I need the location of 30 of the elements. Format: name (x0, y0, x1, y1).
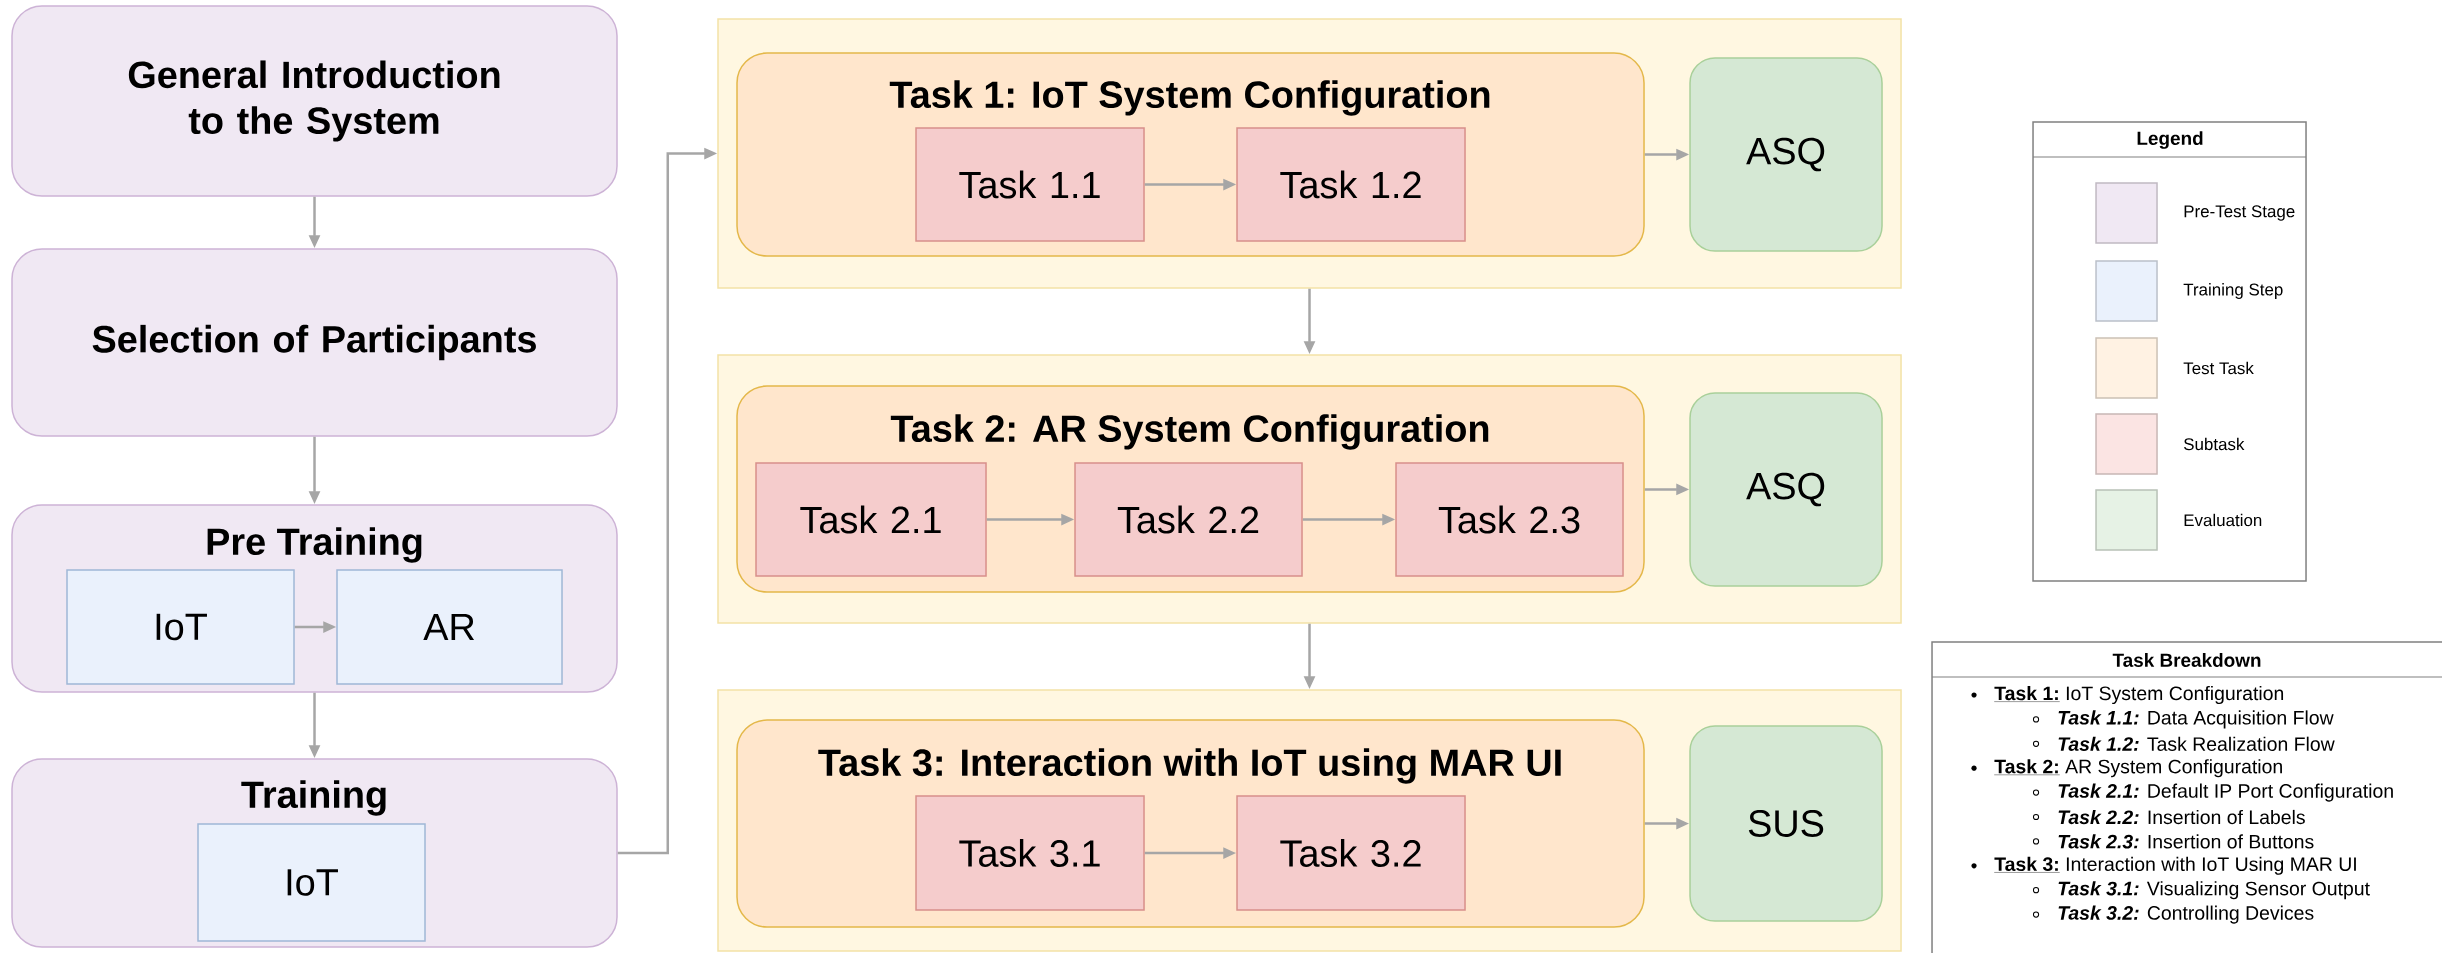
list-item: Task 1.2: Task Realization Flow (2032, 736, 2335, 751)
subtask-box: Task 2.2 (1074, 462, 1303, 577)
list-item: Task 3.1: Visualizing Sensor Output (2032, 881, 2370, 900)
evaluation-box: ASQ (1689, 57, 1883, 252)
subtask-box: Task 3.1 (915, 795, 1145, 911)
legend-label: Training Step (2183, 283, 2283, 299)
stage-box: General Introduction to the System (11, 5, 618, 197)
subtask-box: Task 1.1 (915, 127, 1145, 242)
list-item: Task 2.1: Default IP Port Configuration (2032, 783, 2393, 802)
list-item: Task 3.2: Controlling Devices (2032, 905, 2314, 924)
step-box: AR (336, 569, 563, 685)
list-item: Task 1: IoT System Configuration (1971, 685, 2284, 705)
legend-label: Pre-Test Stage (2184, 205, 2295, 221)
subtask-box: Task 3.2 (1236, 795, 1466, 911)
subtask-box: Task 2.1 (755, 462, 987, 577)
stage-box: Selection of Participants (11, 248, 618, 437)
list-item: Task 2: AR System Configuration (1971, 759, 2282, 778)
legend-label: Subtask (2184, 437, 2245, 451)
list-item: Task 2.2: Insertion of Labels (2032, 809, 2305, 825)
subtask-box: Task 1.2 (1236, 127, 1466, 242)
legend-label: Evaluation (2184, 513, 2262, 527)
evaluation-box: ASQ (1689, 392, 1883, 587)
legend-label: Test Task (2183, 361, 2254, 375)
list-item: Task 1.1: Data Acquisition Flow (2032, 710, 2334, 729)
evaluation-box: SUS (1689, 725, 1883, 922)
list-item: Task 2.3: Insertion of Buttons (2032, 834, 2314, 849)
step-box: IoT (66, 569, 295, 685)
step-box: IoT (197, 823, 426, 942)
subtask-box: Task 2.3 (1395, 462, 1624, 577)
list-item: Task 3: Interaction with IoT Using MAR UI (1971, 856, 2356, 875)
